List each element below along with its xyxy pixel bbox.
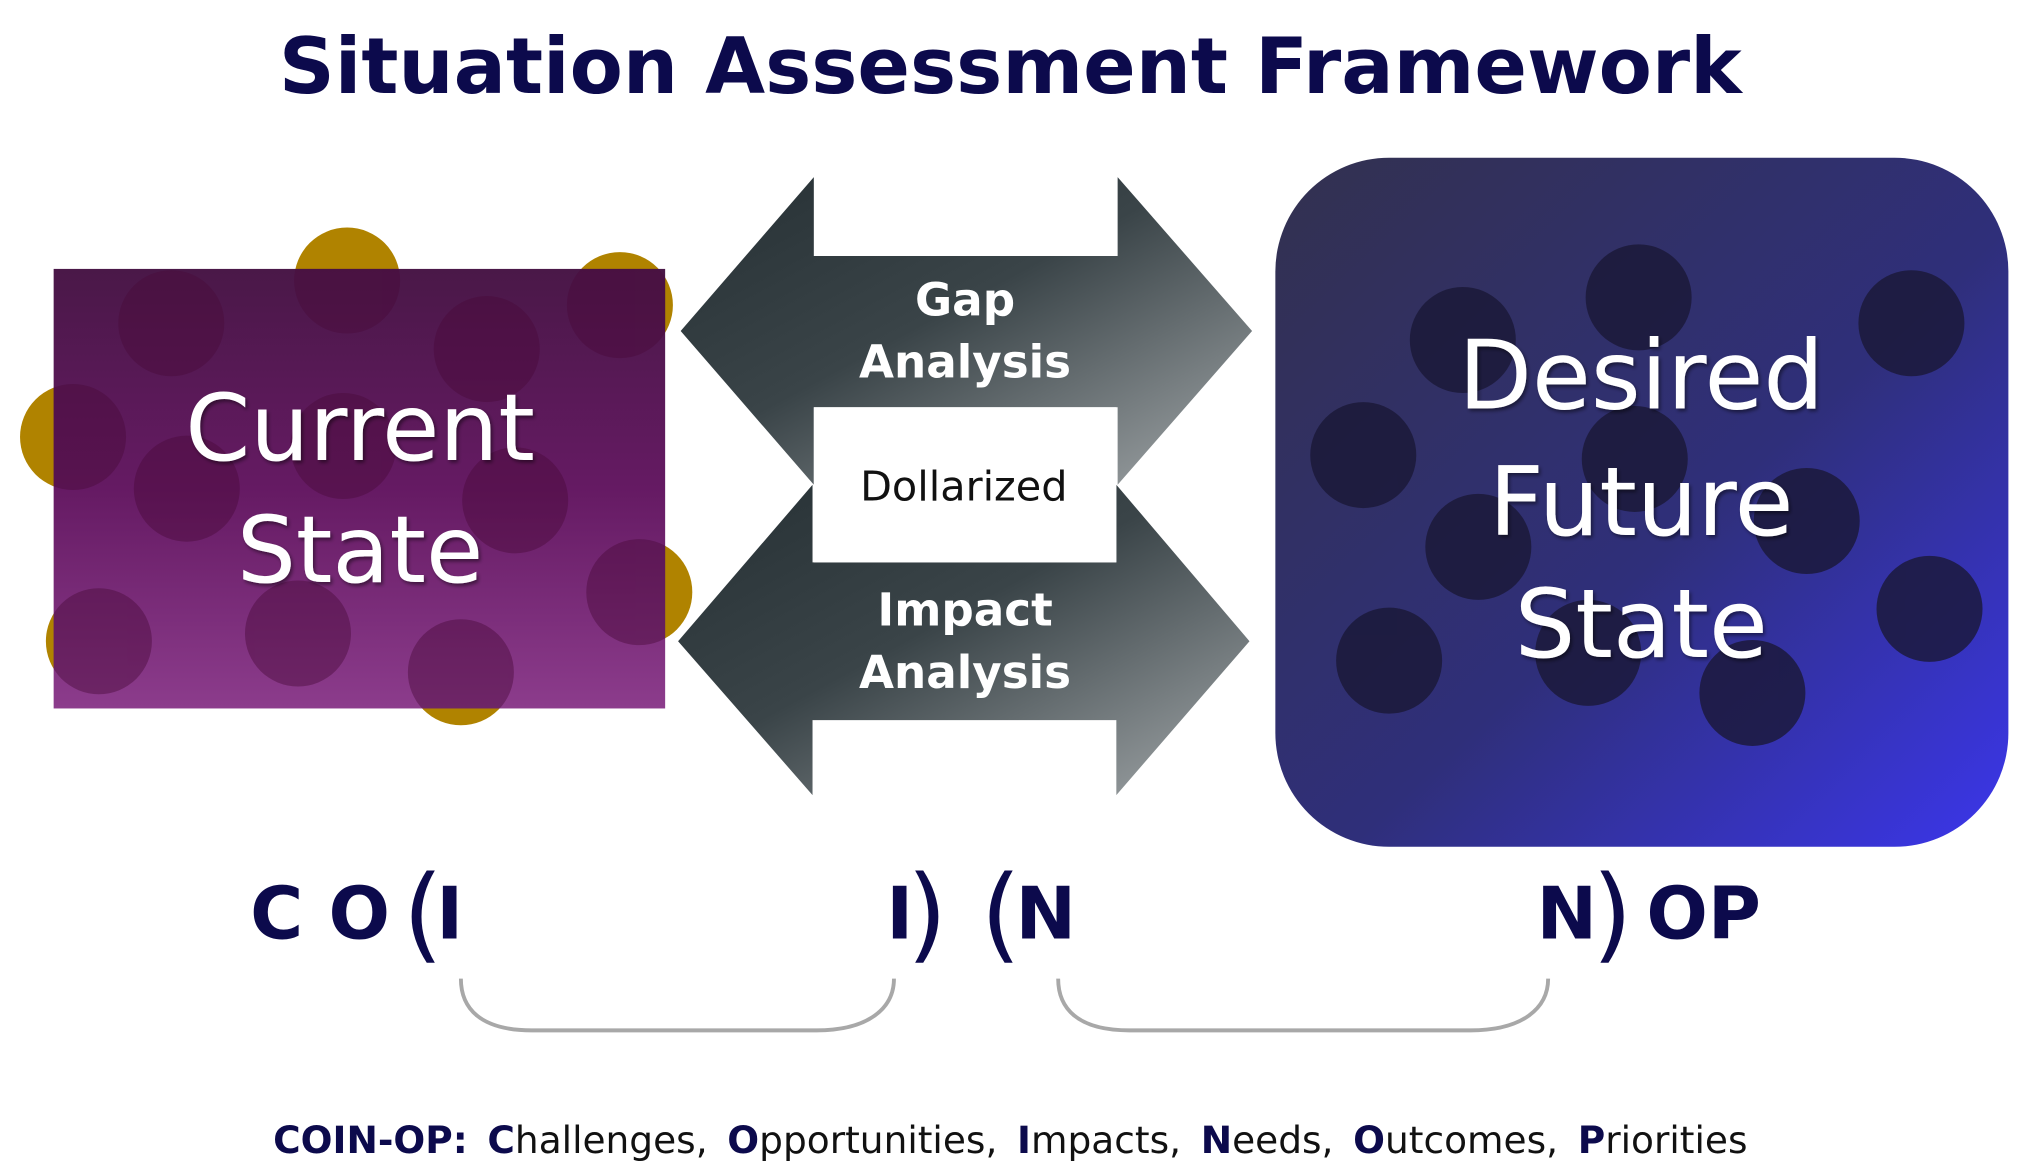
legend-rest: utcomes, (1385, 1118, 1558, 1162)
coin-op: OP (1646, 873, 1761, 957)
gap-label-line2: Analysis (859, 336, 1071, 389)
desired-line2: Future (1489, 446, 1794, 558)
legend-initial: O (1353, 1118, 1385, 1162)
dollarized-box: Dollarized (813, 407, 1117, 563)
gap-analysis-arrow: Gap Analysis (680, 177, 1253, 485)
close-paren-2: ) (1592, 854, 1632, 974)
close-paren-1: ) (907, 854, 947, 974)
legend-prefix: COIN-OP: (273, 1118, 468, 1162)
legend-rest: eeds, (1232, 1118, 1333, 1162)
legend-initial: O (727, 1118, 759, 1162)
legend-rest: riorities (1605, 1118, 1747, 1162)
coin-i-left: I (436, 873, 463, 957)
open-paren-2: ( (981, 854, 1021, 974)
desired-line1: Desired (1458, 320, 1824, 432)
desired-future-state-box: Desired Future State (1275, 157, 2009, 847)
legend-initial: I (1017, 1118, 1031, 1162)
coin-i-right: I (886, 873, 913, 957)
needs-bracket (1056, 978, 1551, 1033)
legend-initial: P (1578, 1118, 1605, 1162)
legend-initial: C (487, 1118, 515, 1162)
dark-dots (1310, 244, 1983, 746)
legend-rest: mpacts, (1031, 1118, 1181, 1162)
page-title: Situation Assessment Framework (279, 22, 1744, 112)
dark-dots (53, 268, 666, 709)
impact-label-line2: Analysis (859, 646, 1071, 699)
legend-initial: N (1201, 1118, 1232, 1162)
gap-label-line1: Gap (915, 273, 1015, 326)
coin-op-legend: COIN-OP: Challenges, Opportunities, Impa… (273, 1118, 1747, 1162)
impact-analysis-arrow: Impact Analysis (678, 484, 1250, 796)
coin-n-left: N (1016, 873, 1077, 957)
current-state-line1: Current (185, 374, 535, 482)
coin-letter-row: C O ( I I ) ( N N ) OP (250, 854, 1761, 974)
dollarized-label: Dollarized (860, 462, 1067, 510)
impact-label-line1: Impact (877, 584, 1052, 637)
desired-line3: State (1515, 568, 1768, 680)
open-paren-1: ( (403, 854, 443, 974)
current-state-line2: State (237, 496, 483, 604)
current-state-box: Current State (20, 227, 693, 726)
legend-rest: pportunities, (759, 1118, 997, 1162)
impact-bracket (458, 978, 896, 1033)
coin-c-o: C O (250, 873, 390, 957)
coin-n-right: N (1537, 873, 1598, 957)
legend-rest: hallenges, (515, 1118, 708, 1162)
